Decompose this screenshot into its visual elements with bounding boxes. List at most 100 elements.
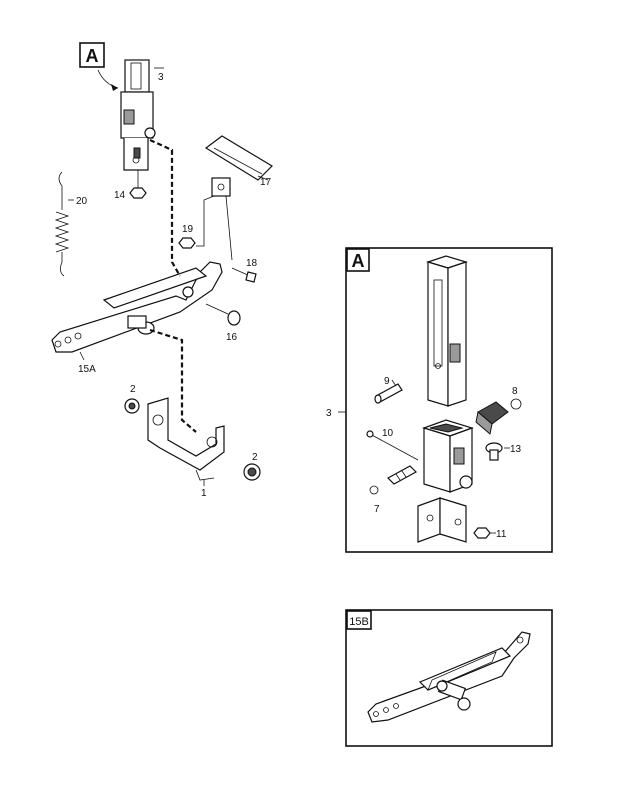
lever-15b-hole-1	[373, 711, 379, 717]
tube-front	[427, 261, 449, 407]
label-14: 14	[114, 190, 126, 201]
lever-hole-3	[74, 332, 82, 340]
spring-hook-top	[58, 171, 63, 210]
bracket-bolt	[133, 147, 141, 159]
callout-a-label: A	[86, 46, 99, 66]
label-1: 1	[201, 488, 207, 499]
detail-a-tag	[346, 248, 370, 272]
bolt-18-head	[245, 271, 257, 283]
tube-assembly-3: 3	[120, 59, 164, 171]
sleeve-coil-1	[395, 473, 401, 481]
collar-window-detail	[453, 447, 465, 465]
lever-15b-pin-head	[436, 680, 448, 692]
latch-block	[475, 401, 509, 435]
clip-7-ring	[369, 485, 379, 495]
bolt-16-shank	[205, 303, 229, 315]
pin-9: 9	[374, 376, 403, 404]
collar-boss	[144, 127, 156, 139]
leader-15a	[79, 351, 85, 361]
nut-19: 19	[178, 224, 196, 249]
label-8: 8	[512, 386, 518, 397]
bracket-1: 1	[147, 397, 225, 499]
u-bracket-back	[439, 497, 467, 543]
label-20: 20	[76, 196, 88, 207]
bushing-right-bore	[247, 467, 257, 477]
detail-15b-frame	[345, 609, 553, 747]
lever-15b-slot	[427, 651, 497, 691]
clip-8: 8	[510, 386, 522, 410]
nut-14-shape	[129, 187, 147, 199]
tube-side	[447, 261, 467, 407]
bracket-tab	[195, 469, 215, 481]
label-2-right: 2	[252, 452, 258, 463]
nut-19-shape	[178, 237, 196, 249]
bushing-left-bore	[128, 402, 136, 410]
pedal-17: 17	[204, 135, 273, 197]
bolt-18: 18	[231, 258, 258, 283]
collar-opening	[429, 423, 464, 433]
leader-17	[257, 175, 269, 181]
label-19: 19	[182, 224, 194, 235]
tube-slot-detail	[433, 279, 443, 367]
callout-a: A	[79, 42, 119, 91]
u-bracket-hole-left	[426, 514, 434, 522]
leader-9	[391, 379, 397, 387]
tube-pin-hole	[435, 363, 441, 369]
alignment-line-upper	[149, 138, 181, 277]
bolt-16: 16	[205, 303, 241, 343]
clip-7: 7	[369, 485, 380, 515]
pedal-bolt-line	[225, 195, 233, 261]
detail-a-label: A	[352, 251, 365, 271]
lever-15b	[367, 631, 531, 723]
nut-14: 14	[114, 170, 147, 201]
lever-pivot	[182, 286, 194, 298]
callout-a-arrow	[97, 69, 119, 89]
lever-15b-end-hole	[516, 636, 524, 644]
label-11: 11	[496, 529, 507, 540]
lever-15b-pin-end	[457, 697, 471, 711]
callout-a-arrowhead	[111, 84, 118, 91]
label-2-left: 2	[130, 384, 136, 395]
lever-hole-1	[54, 340, 62, 348]
detail-15b-tag	[346, 610, 372, 630]
detail-a-panel: A 3 9 8	[326, 247, 553, 553]
sleeve-coil-2	[401, 470, 407, 478]
lever-upper-bar	[102, 267, 208, 309]
rod-10-head	[366, 430, 374, 438]
lever-15a: 15A	[51, 261, 223, 375]
pedal-stem-hole	[217, 183, 225, 191]
nut-11: 11	[473, 527, 507, 540]
spring-hook-bottom	[60, 252, 65, 277]
lever-15b-upper-bar	[418, 647, 512, 691]
knob-13: 13	[485, 442, 522, 461]
nut-11-shape	[473, 527, 491, 539]
label-18: 18	[246, 258, 258, 269]
label-3: 3	[158, 72, 164, 83]
rod-sleeve	[387, 465, 417, 485]
tube-slot	[130, 62, 142, 90]
clip-8-ring	[510, 398, 522, 410]
u-bracket-left	[417, 497, 441, 543]
rod-10-line	[369, 433, 419, 461]
detail-a-frame	[345, 247, 553, 553]
bracket-hole-right	[206, 436, 218, 448]
tube-window	[449, 343, 461, 363]
pedal-link-line	[196, 195, 215, 247]
label-17: 17	[260, 177, 272, 188]
u-bracket-hole-right	[454, 518, 462, 526]
pedal-rib	[213, 147, 263, 175]
label-10: 10	[382, 428, 394, 439]
spring-coils	[54, 211, 70, 253]
bushing-2-right: 2	[243, 452, 261, 481]
label-7: 7	[374, 504, 380, 515]
label-16: 16	[226, 332, 238, 343]
lever-pin-shaft	[127, 315, 147, 329]
detail-15b-label: 15B	[349, 616, 369, 628]
bracket-hole-left	[152, 414, 164, 426]
lever-15b-hole-3	[393, 703, 399, 709]
collar-front	[423, 427, 451, 493]
pedal-stem	[211, 177, 231, 197]
lever-body	[51, 261, 223, 353]
alignment-line-lower	[149, 328, 197, 433]
